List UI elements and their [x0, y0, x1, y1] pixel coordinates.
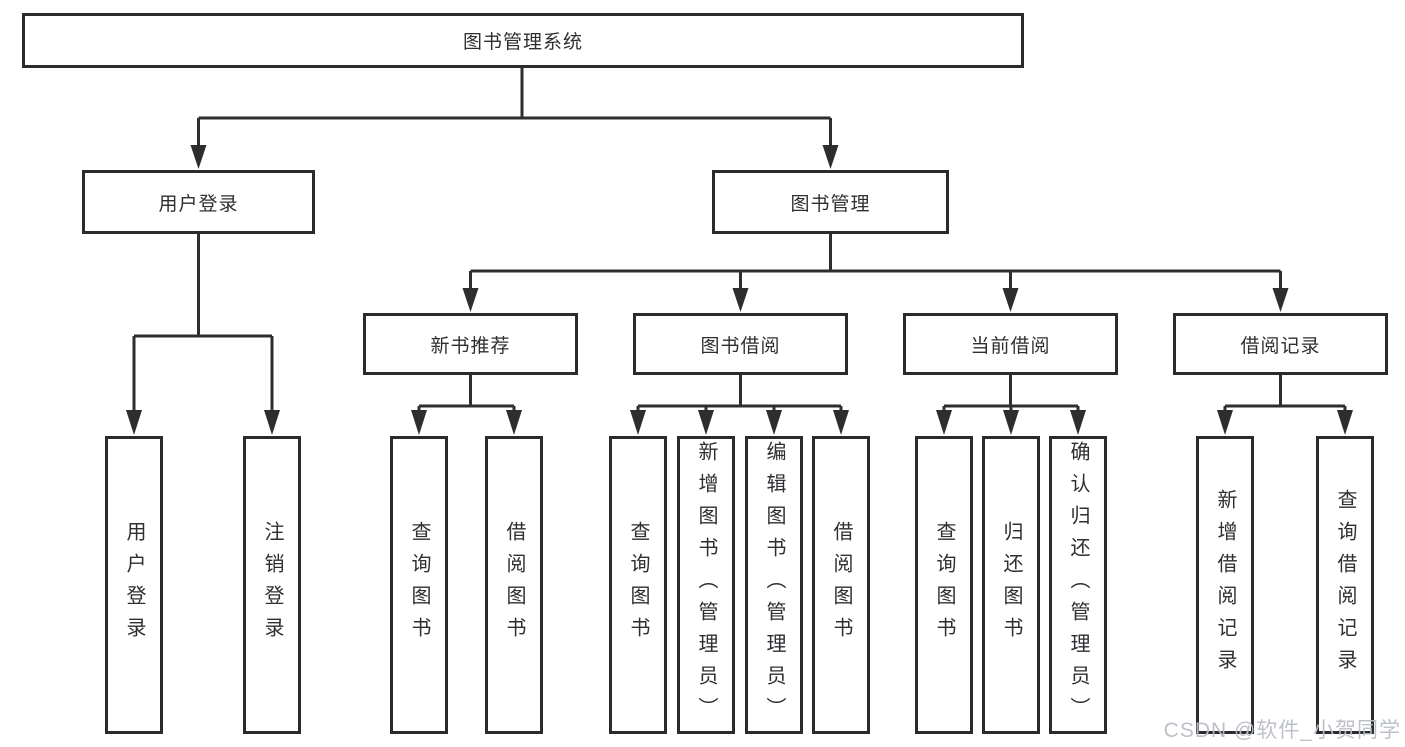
- node-label: 编辑图书（管理员）: [763, 441, 785, 729]
- node-query-borrow-record: 查询借阅记录: [1316, 436, 1374, 734]
- node-add-book-admin: 新增图书（管理员）: [677, 436, 735, 734]
- node-query-books-borrow: 查询图书: [609, 436, 667, 734]
- node-confirm-return-admin: 确认归还（管理员）: [1049, 436, 1107, 734]
- arrow-down-icon: [506, 410, 522, 435]
- arrow-down-icon: [1217, 410, 1233, 435]
- node-label: 归还图书: [1000, 521, 1022, 649]
- arrow-down-icon: [1337, 410, 1353, 435]
- node-label: 查询借阅记录: [1334, 489, 1356, 681]
- node-label: 用户登录: [123, 521, 145, 649]
- arrow-down-icon: [1070, 410, 1086, 435]
- node-label: 图书管理系统: [462, 32, 583, 53]
- node-query-books-recommend: 查询图书: [390, 436, 448, 734]
- node-label: 确认归还（管理员）: [1067, 441, 1089, 729]
- arrow-down-icon: [766, 410, 782, 435]
- arrow-down-icon: [822, 145, 839, 169]
- node-label: 图书管理: [790, 193, 871, 215]
- connector-new-book-recommend-to-leaves: [411, 375, 522, 435]
- node-query-books-current: 查询图书: [915, 436, 973, 734]
- node-label: 图书借阅: [700, 335, 781, 357]
- node-edit-book-admin: 编辑图书（管理员）: [745, 436, 803, 734]
- node-current-borrow: 当前借阅: [903, 313, 1118, 375]
- node-book-borrow: 图书借阅: [633, 313, 848, 375]
- arrow-down-icon: [462, 288, 479, 312]
- node-label: 查询图书: [933, 521, 955, 649]
- node-borrow-books-leaf: 借阅图书: [812, 436, 870, 734]
- connector-root-to-level2: [190, 68, 839, 169]
- arrow-down-icon: [698, 410, 714, 435]
- connector-borrow-records-to-leaves: [1217, 375, 1353, 435]
- node-label: 用户登录: [158, 193, 239, 215]
- node-label: 新增借阅记录: [1214, 489, 1236, 681]
- connector-book-borrow-to-leaves: [630, 375, 849, 435]
- node-label: 新书推荐: [430, 335, 511, 357]
- node-book-management: 图书管理: [712, 170, 949, 234]
- node-borrow-records: 借阅记录: [1173, 313, 1388, 375]
- connector-user-login-to-leaves: [126, 234, 280, 435]
- node-borrow-books-recommend: 借阅图书: [485, 436, 543, 734]
- node-label: 当前借阅: [970, 335, 1051, 357]
- arrow-down-icon: [833, 410, 849, 435]
- node-label: 新增图书（管理员）: [695, 441, 717, 729]
- node-label: 注销登录: [261, 521, 283, 649]
- csdn-watermark: CSDN @软件_小贺同学: [1163, 719, 1401, 742]
- arrow-down-icon: [1272, 288, 1289, 312]
- node-user-login: 用户登录: [82, 170, 315, 234]
- node-add-borrow-record: 新增借阅记录: [1196, 436, 1254, 734]
- node-new-book-recommend: 新书推荐: [363, 313, 578, 375]
- connector-book-management-to-level3: [462, 234, 1289, 312]
- arrow-down-icon: [630, 410, 646, 435]
- node-label: 查询图书: [627, 521, 649, 649]
- node-label: 借阅记录: [1240, 335, 1321, 357]
- connector-current-borrow-to-leaves: [936, 375, 1086, 435]
- arrow-down-icon: [411, 410, 427, 435]
- node-logout: 注销登录: [243, 436, 301, 734]
- arrow-down-icon: [190, 145, 207, 169]
- node-user-login-leaf: 用户登录: [105, 436, 163, 734]
- arrow-down-icon: [936, 410, 952, 435]
- arrow-down-icon: [732, 288, 749, 312]
- arrow-down-icon: [1002, 288, 1019, 312]
- node-return-books: 归还图书: [982, 436, 1040, 734]
- arrow-down-icon: [1003, 410, 1019, 435]
- node-system-root: 图书管理系统: [22, 13, 1024, 68]
- node-label: 借阅图书: [830, 521, 852, 649]
- arrow-down-icon: [126, 410, 142, 435]
- arrow-down-icon: [264, 410, 280, 435]
- node-label: 查询图书: [408, 521, 430, 649]
- node-label: 借阅图书: [503, 521, 525, 649]
